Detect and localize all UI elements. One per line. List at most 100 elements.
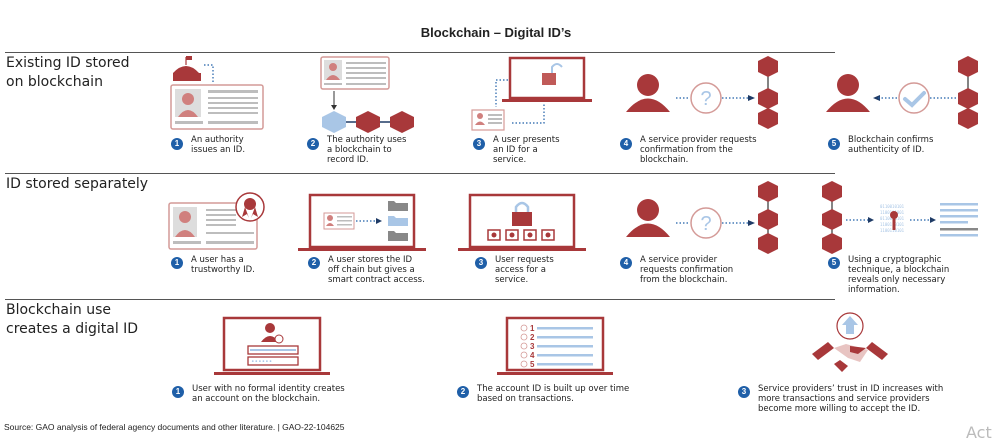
step-number-badge: 4 (620, 138, 632, 150)
label-line: ID stored separately (6, 176, 149, 192)
step-number-badge: 5 (828, 257, 840, 269)
step-number-badge: 5 (828, 138, 840, 150)
cryptographic-reveal-icon: 0110010101110010100101100101011100110101… (822, 181, 978, 254)
caption-line: access for a (495, 265, 546, 275)
svg-text:••••••: •••••• (251, 359, 272, 366)
caption-line: Blockchain confirms (848, 135, 934, 145)
ledger-number: 3 (530, 342, 535, 351)
ledger-row: 4 (520, 351, 593, 360)
caption-line: blockchain. (640, 155, 689, 165)
coin-icon (520, 342, 528, 350)
off-chain-storage-icon (298, 193, 426, 251)
divider (5, 52, 835, 53)
source-note: Source: GAO analysis of federal agency d… (4, 422, 345, 432)
caption-line: A service provider requests (640, 135, 757, 145)
label-line: Existing ID stored (6, 55, 130, 71)
section-label-digital-id: Blockchain use creates a digital ID (6, 301, 138, 339)
step-number-badge: 4 (620, 257, 632, 269)
ledger-line (537, 345, 593, 348)
caption-line: An authority (191, 135, 244, 145)
caption-line: a blockchain to (327, 145, 392, 155)
label-line: on blockchain (6, 74, 103, 90)
ledger-number: 1 (530, 324, 535, 333)
create-account-laptop-icon: •••••• (214, 316, 330, 375)
request-confirmation-icon: ? (626, 56, 778, 129)
step-number-badge: 3 (738, 386, 750, 398)
step-number-badge: 1 (171, 138, 183, 150)
ledger-line (537, 354, 593, 357)
caption-line: requests confirmation (640, 265, 734, 275)
caption-line: an account on the blockchain. (192, 394, 321, 404)
caption-line: trustworthy ID. (191, 265, 255, 275)
svg-text:1100110101: 1100110101 (880, 228, 905, 233)
caption-line: User with no formal identity creates (192, 384, 345, 394)
caption-line: The authority uses (327, 135, 407, 145)
step-caption: Service providers’ trust in ID increases… (758, 384, 943, 414)
present-id-laptop-icon (471, 56, 592, 131)
caption-line: service. (495, 275, 529, 285)
handshake-trust-icon (812, 312, 888, 372)
caption-line: service. (493, 155, 527, 165)
coin-icon (520, 351, 528, 359)
caption-line: A user stores the ID (328, 255, 413, 265)
svg-text:?: ? (700, 88, 711, 110)
caption-line: issues an ID. (191, 145, 246, 155)
ledger-row: 3 (520, 342, 593, 351)
caption-line: information. (848, 285, 900, 295)
svg-text:?: ? (700, 213, 711, 235)
svg-text:0110010101: 0110010101 (880, 204, 905, 209)
caption-line: more transactions and service providers (758, 394, 930, 404)
caption-line: A service provider (640, 255, 718, 265)
access-request-laptop-icon (458, 193, 586, 251)
caption-line: off chain but gives a (328, 265, 415, 275)
step-number-badge: 2 (457, 386, 469, 398)
caption-line: reveals only necessary (848, 275, 946, 285)
step-number-badge: 2 (307, 138, 319, 150)
label-line: Blockchain use (6, 302, 112, 318)
figure-title: Blockchain – Digital ID’s (420, 25, 572, 40)
caption-line: confirmation from the (640, 145, 733, 155)
ledger-row: 1 (520, 324, 593, 333)
id-to-blockchain-icon (320, 56, 414, 133)
confirm-authenticity-icon (826, 56, 978, 129)
caption-line: A user has a (191, 255, 244, 265)
section-label-separate-id: ID stored separately (6, 175, 148, 194)
caption-line: an ID for a (493, 145, 538, 155)
step-number-badge: 2 (308, 257, 320, 269)
ledger-number: 4 (530, 351, 535, 360)
step-number-badge: 1 (172, 386, 184, 398)
divider (5, 299, 835, 300)
caption-line: technique, a blockchain (848, 265, 950, 275)
ledger-number: 5 (530, 360, 535, 369)
caption-line: based on transactions. (477, 394, 574, 404)
ledger-row: 5 (520, 360, 593, 369)
coin-icon (520, 360, 528, 368)
request-confirmation-icon: ? (626, 181, 778, 254)
trustworthy-id-icon (168, 192, 265, 250)
caption-line: Service providers’ trust in ID increases… (758, 384, 944, 394)
caption-line: The account ID is built up over time (477, 384, 630, 394)
caption-line: A user presents (493, 135, 560, 145)
ledger-number: 2 (530, 333, 535, 342)
step-number-badge: 3 (475, 257, 487, 269)
divider (5, 173, 835, 174)
step-number-badge: 3 (473, 138, 485, 150)
ledger-line (537, 327, 593, 330)
caption-line: Using a cryptographic (848, 255, 942, 265)
caption-line: authenticity of ID. (848, 145, 925, 155)
caption-line: become more willing to accept the ID. (758, 404, 921, 414)
step-number-badge: 1 (171, 257, 183, 269)
ledger-row: 2 (520, 333, 593, 342)
section-label-existing-id: Existing ID stored on blockchain (6, 54, 130, 92)
